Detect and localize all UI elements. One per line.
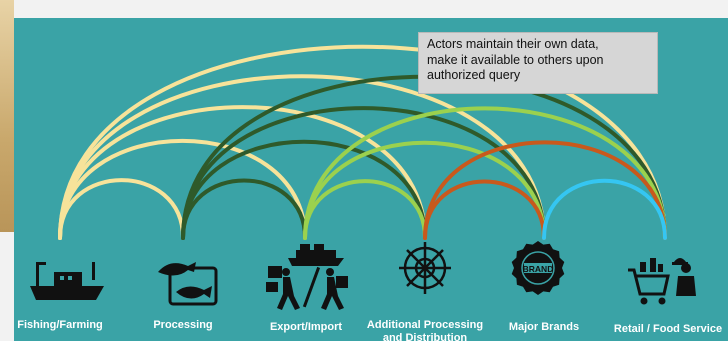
top-bar bbox=[14, 0, 728, 18]
connection-arc-export-additional bbox=[303, 179, 427, 240]
connection-arc-brands-retail bbox=[542, 179, 667, 240]
fishing-boat-icon bbox=[30, 262, 104, 300]
connection-arc-fishing-processing bbox=[58, 178, 185, 240]
stage-label-fishing: Fishing/Farming bbox=[17, 319, 103, 331]
connection-arc-fishing-export bbox=[58, 139, 307, 240]
fish-processing-icon bbox=[158, 262, 218, 306]
stage-label-brands: Major Brands bbox=[509, 321, 579, 333]
brand-badge-text: BRAND bbox=[523, 264, 554, 274]
connection-arc-additional-retail bbox=[423, 140, 667, 240]
shipping-workers-icon bbox=[266, 244, 348, 310]
connection-arc-fishing-brands bbox=[58, 74, 546, 240]
connection-arc-fishing-retail bbox=[58, 44, 667, 240]
connection-arc-processing-additional bbox=[181, 139, 427, 240]
shopping-cart-waiter-icon bbox=[628, 258, 696, 305]
connection-arc-additional-brands bbox=[423, 179, 546, 240]
distribution-network-icon bbox=[399, 242, 451, 294]
connection-arc-fishing-additional bbox=[58, 105, 427, 240]
brand-seal-icon: BRAND bbox=[511, 241, 565, 295]
background-photo-strip bbox=[0, 0, 14, 232]
stage-label-retail: Retail / Food Service bbox=[614, 323, 722, 335]
connection-arc-export-brands bbox=[303, 140, 546, 240]
connection-arc-export-retail bbox=[303, 106, 667, 240]
connection-arc-processing-export bbox=[181, 178, 307, 240]
connection-arc-processing-brands bbox=[181, 106, 546, 240]
connection-arcs bbox=[58, 44, 667, 240]
stage-label-export: Export/Import bbox=[270, 321, 342, 333]
stage-label-processing: Processing bbox=[153, 319, 212, 331]
callout-box: Actors maintain their own data, make it … bbox=[418, 32, 658, 94]
